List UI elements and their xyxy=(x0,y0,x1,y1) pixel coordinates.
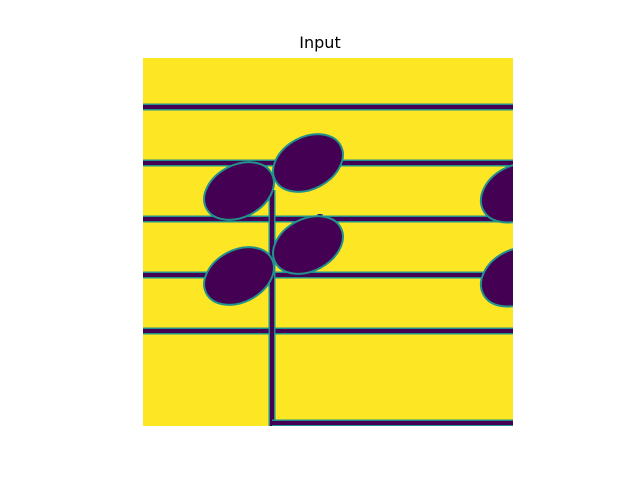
note-head xyxy=(272,215,344,275)
note-head xyxy=(203,246,275,306)
note-head xyxy=(203,161,275,221)
note-head xyxy=(272,133,344,193)
note-head-partial xyxy=(479,162,513,224)
figure-title: Input xyxy=(299,33,341,52)
note-head-partial xyxy=(479,246,513,308)
